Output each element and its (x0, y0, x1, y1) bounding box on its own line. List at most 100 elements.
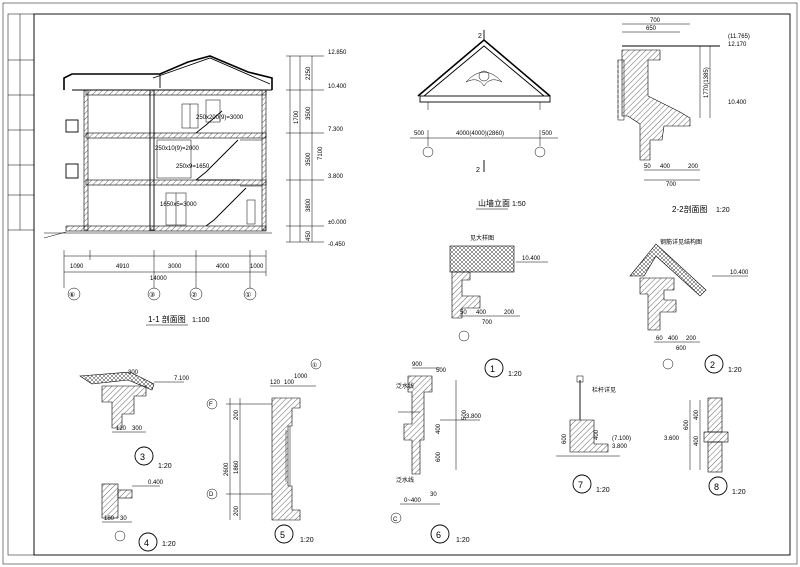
rdim-3500b: 3500 (306, 152, 312, 166)
d3-dim-300b: 300 (132, 426, 143, 432)
d2-number: 2 (710, 360, 715, 370)
d2-dim-60: 60 (656, 336, 663, 342)
d5-dim-200b: 200 (234, 505, 240, 516)
rdim-2250: 2250 (306, 66, 312, 80)
d4-elev: 0.400 (148, 480, 164, 486)
rdim-1700: 1700 (294, 110, 300, 124)
d6-dim-500: 500 (436, 368, 447, 374)
elev-12850: 12.850 (328, 50, 347, 56)
gable-elevation: 2 2 500 4000(4000)(2860) 500 山墙立面 1:50 (410, 30, 558, 210)
d1-scale: 1:20 (508, 371, 522, 378)
axis-1: ① (245, 291, 251, 299)
d2-note: 钢筋详见结构图 (660, 238, 702, 246)
detail-2: 钢筋详见结构图 10.400 60 400 200 600 2 1:20 (629, 238, 749, 374)
stair-note-2: 250x10(9)=2000 (155, 146, 200, 152)
d8-number: 8 (714, 482, 719, 492)
d1-elev: 10.400 (522, 256, 541, 262)
d7-dim-600: 600 (562, 433, 568, 444)
d6-scale: 1:20 (456, 537, 470, 544)
s22-dim-700b: 700 (666, 182, 677, 188)
elev-0000: ±0.000 (328, 220, 347, 226)
d5-dim-1860: 1860 (234, 460, 240, 474)
section-2-2-scale: 1:20 (716, 207, 730, 214)
title-block (7, 13, 35, 556)
s22-dim-50: 50 (644, 164, 651, 170)
axis-3: ③ (149, 291, 155, 299)
d5-dim-100: 100 (284, 380, 295, 386)
d5-axis-top: ① (312, 362, 317, 369)
d8-elev: 3.600 (664, 436, 680, 442)
section-1-1-scale: 1:100 (192, 317, 210, 324)
d7-elev-2: 3.800 (612, 444, 628, 450)
d8-scale: 1:20 (732, 489, 746, 496)
stair-note-3: 250x9=1650 (176, 164, 210, 170)
d1-dim-700: 700 (482, 320, 493, 326)
elev-3800: 3.800 (328, 174, 344, 180)
section-1-1: 250x200(9)=3000 250x10(9)=2000 250x9=165… (43, 50, 347, 326)
d6-dim-30: 30 (430, 492, 437, 498)
axis-2: ② (191, 291, 197, 299)
s22-dim-650: 650 (646, 26, 657, 32)
d6-dim-900: 900 (412, 362, 423, 368)
d6-dim-600: 600 (436, 451, 442, 462)
rdim-450: 450 (306, 230, 312, 241)
d4-dim-30: 30 (120, 516, 127, 522)
d1-dim-200: 200 (504, 310, 515, 316)
d5-axis-f: F (209, 402, 213, 408)
d5-dim-120: 120 (270, 380, 281, 386)
section-2-2: (11.765) 12.170 10.400 1770(1385) 700 65… (617, 18, 750, 214)
d1-dim-400: 400 (476, 310, 487, 316)
d5-number: 5 (280, 530, 285, 540)
section-2-2-title: 2-2剖面图 (672, 204, 708, 214)
detail-8: 600 400 400 3.600 8 1:20 (664, 397, 746, 496)
d3-elev: 7.100 (174, 376, 190, 382)
d8-dim-600: 600 (684, 419, 690, 430)
d5-dim-1000: 1000 (294, 374, 308, 380)
elev-10400: 10.400 (328, 84, 347, 90)
section-1-1-title: 1-1 剖面图 (148, 314, 186, 324)
detail-5: F D ① 120 100 1000 2600 1860 200 200 5 1… (206, 358, 322, 544)
d6-note-1: 泛水线 (396, 382, 414, 390)
d6-axis: C (393, 517, 398, 523)
bdim-4000: 4000 (216, 264, 230, 270)
gable-scale: 1:50 (512, 201, 526, 208)
d3-dim-300: 300 (128, 370, 139, 376)
rdim-3800: 3800 (306, 198, 312, 212)
d5-axis-d: D (209, 492, 214, 498)
d2-dim-600: 600 (676, 346, 687, 352)
s22-elev-1: (11.765) (728, 34, 750, 40)
d7-dim-400: 400 (594, 429, 600, 440)
d8-dim-400b: 400 (694, 435, 700, 446)
stair-note-1: 250x200(9)=3000 (196, 115, 244, 121)
stair-note-4: 1650x5=3000 (160, 202, 197, 208)
bdim-1090: 1090 (70, 264, 84, 270)
d6-elev: 3.800 (466, 414, 482, 420)
d3-number: 3 (140, 452, 145, 462)
gable-cut-label-top: 2 (478, 33, 482, 40)
rdim-7100: 7100 (318, 146, 324, 160)
axis-6: ⑥ (69, 291, 75, 299)
gable-dim-left: 500 (414, 131, 425, 137)
gable-title: 山墙立面 (478, 198, 510, 208)
d5-dim-200a: 200 (234, 409, 240, 420)
d5-scale: 1:20 (300, 537, 314, 544)
d5-dim-2600: 2600 (224, 462, 230, 476)
d8-dim-400a: 400 (694, 409, 700, 420)
d4-scale: 1:20 (162, 541, 176, 548)
d6-note-2: 泛水线 (396, 476, 414, 484)
d1-note: 见大样图 (470, 234, 494, 242)
d2-elev: 10.400 (730, 270, 749, 276)
d7-elev-1: (7.100) (612, 436, 631, 442)
d2-dim-400: 400 (668, 336, 679, 342)
d7-scale: 1:20 (596, 487, 610, 494)
detail-6: 3.800 泛水线 泛水线 900 500 500 400 600 30 0~4… (390, 362, 482, 544)
s22-dim-700: 700 (650, 18, 661, 24)
d2-dim-200: 200 (686, 336, 697, 342)
bdim-total: 14000 (150, 276, 167, 282)
d7-number: 7 (578, 480, 583, 490)
s22-dim-200: 200 (688, 164, 699, 170)
d3-scale: 1:20 (158, 463, 172, 470)
gable-cut-label-bottom: 2 (476, 167, 480, 174)
